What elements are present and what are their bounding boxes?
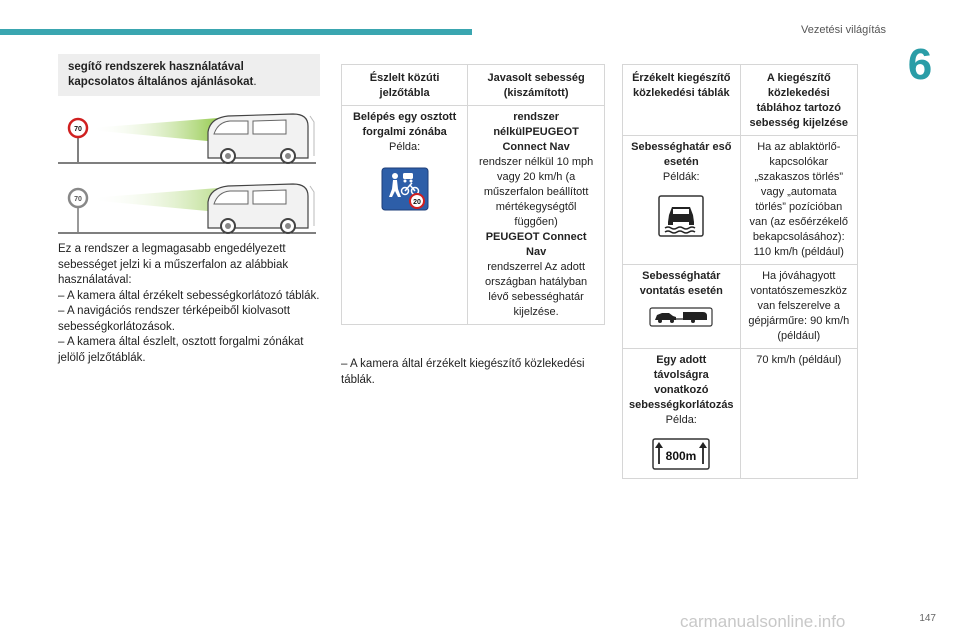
shared-zone-sign: 20 [348,167,461,211]
illustration-navigation: 70 [58,182,316,242]
table-header-row: Érzékelt kiegészítő közlekedési táblák A… [622,64,859,136]
navigation-map-illustration: 70 [58,183,316,234]
cell-plain-text: Példa: [665,414,697,426]
table-row: Belépés egy osztott forgalmi zónába Péld… [340,105,605,325]
chapter-number: 6 [907,40,933,89]
towing-sign [629,307,734,327]
supplementary-signs-note: – A kamera által érzékelt kiegészítő köz… [341,358,585,386]
supplementary-signs-table: Érzékelt kiegészítő közlekedési táblák A… [622,64,859,479]
table-row: Egy adott távolságra vonatkozó sebességk… [622,348,859,479]
table-cell: Ha az ablaktörlő-kapcsolókar „szakaszos … [739,135,859,265]
body-text: Ez a rendszer a legmagasabb engedélyezet… [58,242,324,366]
cell-plain-text: Példák: [662,171,700,183]
table-cell: Egy adott távolságra vonatkozó sebességk… [622,348,741,479]
car-with-trailer-icon [649,307,713,327]
table-header: Javasolt sebesség (kiszámított) [467,64,605,106]
table-header-row: Észlelt közúti jelzőtábla Javasolt sebes… [340,64,605,106]
cell-bold-text: Sebességhatár vontatás esetén [639,270,723,297]
body-paragraph: Ez a rendszer a legmagasabb engedélyezet… [58,243,289,286]
shared-zone-sign-speed: 20 [413,199,421,206]
table-cell: Sebességhatár eső esetén Példák: [622,135,741,265]
wet-road-icon [658,195,705,237]
rain-sign [629,195,734,237]
table-cell: Belépés egy osztott forgalmi zónába Péld… [340,105,469,325]
table-header: A kiegészítő közlekedési táblához tartoz… [739,64,859,136]
section-title: Vezetési világítás [801,24,886,36]
cell-bold-text: Belépés egy osztott forgalmi zónába [352,111,457,138]
note-end: . [253,76,257,88]
cell-bold-text: PEUGEOT Connect Nav [485,231,587,258]
body-list-item: – A navigációs rendszer térképeiből kiol… [58,305,291,333]
distance-sign: 800m [629,438,734,470]
table-row: Sebességhatár eső esetén Példák: Ha az a… [622,135,859,265]
illustration-camera: 70 [58,112,316,172]
table-cell: Ha jóváhagyott vontatószemeszköz van fel… [739,264,859,349]
table-header: Észlelt közúti jelzőtábla [340,64,469,106]
cell-plain-text: rendszer nélkül 10 mph vagy 20 km/h (a m… [478,156,594,228]
shared-zone-sign-icon: 20 [381,167,429,211]
camera-detection-illustration: 70 [58,113,316,164]
cell-bold-text: rendszer nélkülPEUGEOT Connect Nav [493,111,579,153]
table-cell: rendszer nélkülPEUGEOT Connect Nav rends… [467,105,605,325]
table-header: Érzékelt kiegészítő közlekedési táblák [622,64,741,136]
detected-signs-table: Észlelt közúti jelzőtábla Javasolt sebes… [340,64,605,325]
distance-arrows-icon: 800m [652,438,711,470]
body-list-item: – A kamera által észlelt, osztott forgal… [58,336,304,364]
page-number: 147 [919,613,936,624]
body-list-item: – A kamera által érzékelt sebességkorlát… [58,289,320,302]
cell-bold-text: Sebességhatár eső esetén [631,141,732,168]
cell-plain-text: Példa: [389,141,421,153]
header-accent-bar [0,29,472,35]
table-cell: 70 km/h (például) [739,348,859,479]
watermark: carmanualsonline.info [680,612,846,631]
table-row: Sebességhatár vontatás esetén Ha jóváhag… [622,264,859,349]
table-cell: Sebességhatár vontatás esetén [622,264,741,349]
distance-value: 800m [666,449,697,463]
cell-plain-text: rendszerrel Az adott országban hatályban… [485,261,588,318]
illustration-sign-speed-1: 70 [74,126,82,133]
note-box: segítő rendszerek használatával kapcsola… [58,54,320,96]
note-bold-text: segítő rendszerek használatával kapcsola… [68,61,254,88]
cell-bold-text: Egy adott távolságra vonatkozó sebességk… [629,354,734,411]
illustration-sign-speed-2: 70 [74,196,82,203]
